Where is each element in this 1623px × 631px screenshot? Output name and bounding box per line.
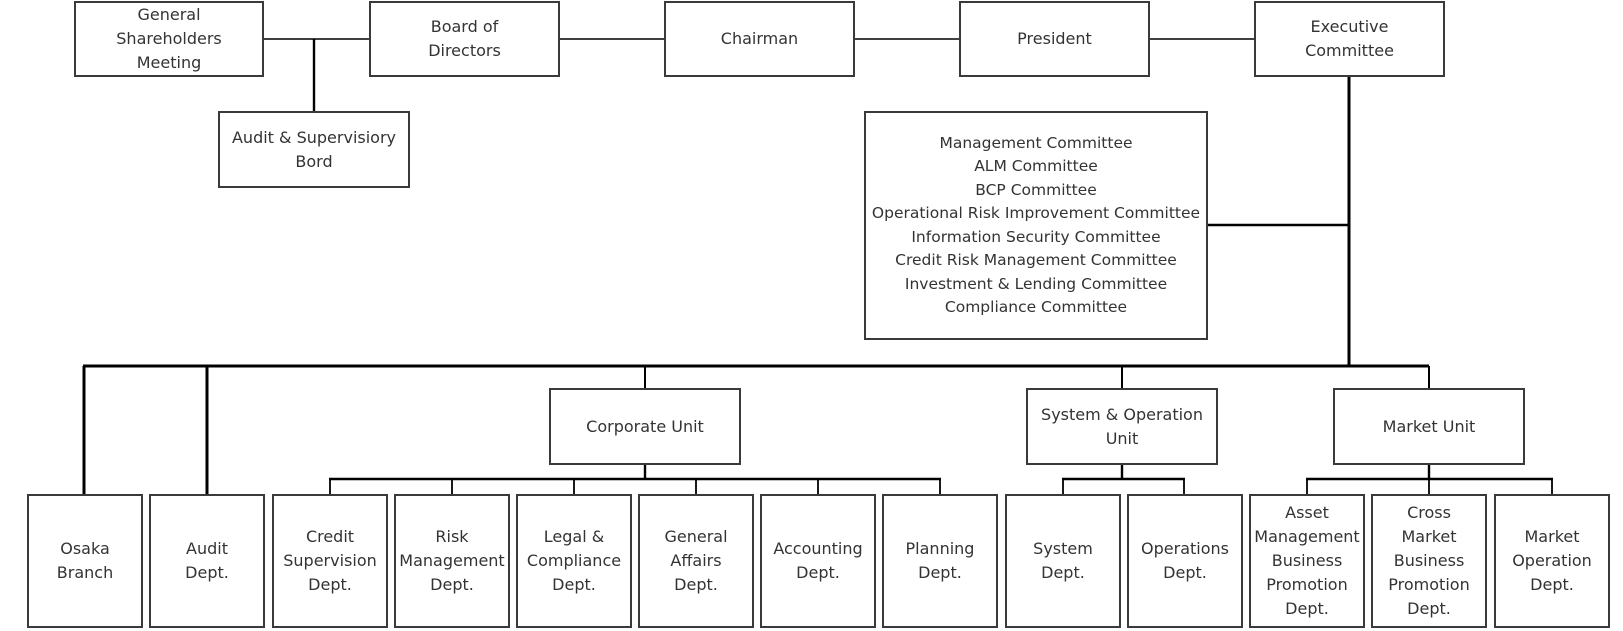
asset-management-business-promotion-dept-label: Asset Management Business Promotion Dept… (1254, 503, 1360, 618)
executive-committee-box: Executive Committee (1254, 1, 1445, 77)
market-unit-box: Market Unit (1333, 388, 1525, 465)
operations-dept-box: Operations Dept. (1127, 494, 1243, 628)
legal-compliance-dept-label: Legal & Compliance Dept. (526, 527, 622, 594)
system-operation-unit-label: System & Operation Unit (1041, 404, 1203, 448)
audit-dept-label: Audit Dept. (185, 539, 229, 582)
president-label: President (1017, 29, 1092, 48)
general-affairs-dept-box: General Affairs Dept. (638, 494, 754, 628)
committee-item: Investment & Lending Committee (904, 274, 1168, 293)
general-shareholders-meeting-box: General Shareholders Meeting (74, 1, 264, 77)
audit-dept-box: Audit Dept. (149, 494, 265, 628)
committees-box: Management Committee ALM Committee BCP C… (864, 111, 1208, 340)
committee-item: ALM Committee (974, 157, 1098, 175)
corporate-unit-box: Corporate Unit (549, 388, 741, 465)
chairman-label: Chairman (720, 29, 799, 48)
system-dept-box: System Dept. (1005, 494, 1121, 628)
audit-supervisory-board-box: Audit & Supervisiory Bord (218, 111, 410, 188)
audit-supervisory-board-label: Audit & Supervisiory Bord (231, 127, 396, 171)
planning-dept-box: Planning Dept. (882, 494, 998, 628)
committee-item: Management Committee (939, 133, 1133, 152)
osaka-branch-label: Osaka Branch (56, 539, 114, 582)
general-affairs-dept-label: General Affairs Dept. (664, 527, 728, 594)
board-of-directors-label: Board of Directors (428, 17, 501, 60)
system-operation-unit-box: System & Operation Unit (1026, 388, 1218, 465)
board-of-directors-box: Board of Directors (369, 1, 560, 77)
risk-management-dept-box: Risk Management Dept. (394, 494, 510, 628)
corporate-unit-label: Corporate Unit (586, 416, 704, 436)
planning-dept-label: Planning Dept. (905, 539, 975, 582)
risk-management-dept-label: Risk Management Dept. (399, 527, 505, 594)
legal-compliance-dept-box: Legal & Compliance Dept. (516, 494, 632, 628)
committee-item: Credit Risk Management Committee (895, 251, 1177, 269)
president-box: President (959, 1, 1150, 77)
credit-supervision-dept-label: Credit Supervision Dept. (283, 527, 377, 594)
market-unit-label: Market Unit (1382, 416, 1476, 436)
committee-item: Compliance Committee (944, 298, 1128, 316)
committee-item: Operational Risk Improvement Committee (871, 204, 1201, 222)
cross-market-business-promotion-dept-label: Cross Market Business Promotion Dept. (1388, 503, 1470, 618)
system-dept-label: System Dept. (1033, 539, 1093, 582)
committee-item: BCP Committee (975, 180, 1097, 199)
osaka-branch-box: Osaka Branch (27, 494, 143, 628)
market-operation-dept-box: Market Operation Dept. (1494, 494, 1610, 628)
cross-market-business-promotion-dept-box: Cross Market Business Promotion Dept. (1371, 494, 1487, 628)
general-shareholders-meeting-label: General Shareholders Meeting (116, 5, 222, 72)
executive-committee-label: Executive Committee (1305, 17, 1394, 60)
asset-management-business-promotion-dept-box: Asset Management Business Promotion Dept… (1249, 494, 1365, 628)
credit-supervision-dept-box: Credit Supervision Dept. (272, 494, 388, 628)
operations-dept-label: Operations Dept. (1141, 539, 1229, 582)
accounting-dept-label: Accounting Dept. (773, 539, 863, 582)
chairman-box: Chairman (664, 1, 855, 77)
market-operation-dept-label: Market Operation Dept. (1512, 527, 1592, 594)
accounting-dept-box: Accounting Dept. (760, 494, 876, 628)
committee-item: Information Security Committee (911, 227, 1161, 246)
